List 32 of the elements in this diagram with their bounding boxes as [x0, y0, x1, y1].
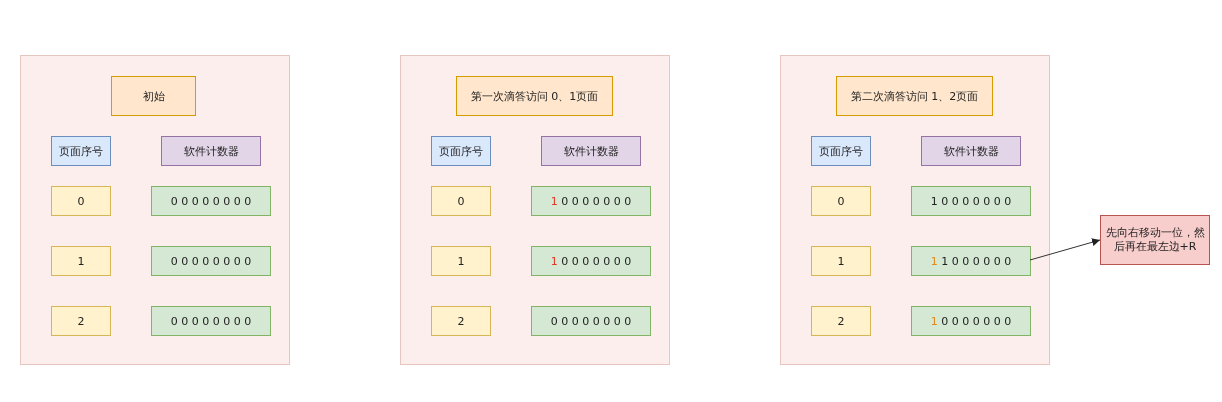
- page-number-box: 1: [431, 246, 491, 276]
- page-number-box: 1: [51, 246, 111, 276]
- page-number-box: 1: [811, 246, 871, 276]
- counter-box: 0 0 0 0 0 0 0 0: [151, 186, 271, 216]
- panel-background: [400, 55, 670, 365]
- note-box: 先向右移动一位，然后再在最左边+R: [1100, 215, 1210, 265]
- page-number-box: 2: [431, 306, 491, 336]
- column-header: 页面序号: [811, 136, 871, 166]
- arrow: [1029, 238, 1101, 261]
- page-number-box: 2: [51, 306, 111, 336]
- column-header: 软件计数器: [541, 136, 641, 166]
- panel-background: [780, 55, 1050, 365]
- title-box: 第二次滴答访问 1、2页面: [836, 76, 993, 116]
- title-box: 第一次滴答访问 0、1页面: [456, 76, 613, 116]
- column-header: 软件计数器: [161, 136, 261, 166]
- counter-box: 1 0 0 0 0 0 0 0: [531, 186, 651, 216]
- column-header: 页面序号: [51, 136, 111, 166]
- counter-box: 1 1 0 0 0 0 0 0: [911, 246, 1031, 276]
- panel-background: [20, 55, 290, 365]
- page-number-box: 0: [811, 186, 871, 216]
- counter-box: 0 0 0 0 0 0 0 0: [151, 246, 271, 276]
- column-header: 软件计数器: [921, 136, 1021, 166]
- counter-box: 0 0 0 0 0 0 0 0: [151, 306, 271, 336]
- page-number-box: 0: [431, 186, 491, 216]
- counter-box: 1 0 0 0 0 0 0 0: [911, 306, 1031, 336]
- counter-box: 0 0 0 0 0 0 0 0: [531, 306, 651, 336]
- page-number-box: 2: [811, 306, 871, 336]
- title-box: 初始: [111, 76, 196, 116]
- page-number-box: 0: [51, 186, 111, 216]
- column-header: 页面序号: [431, 136, 491, 166]
- counter-box: 1 0 0 0 0 0 0 0: [911, 186, 1031, 216]
- counter-box: 1 0 0 0 0 0 0 0: [531, 246, 651, 276]
